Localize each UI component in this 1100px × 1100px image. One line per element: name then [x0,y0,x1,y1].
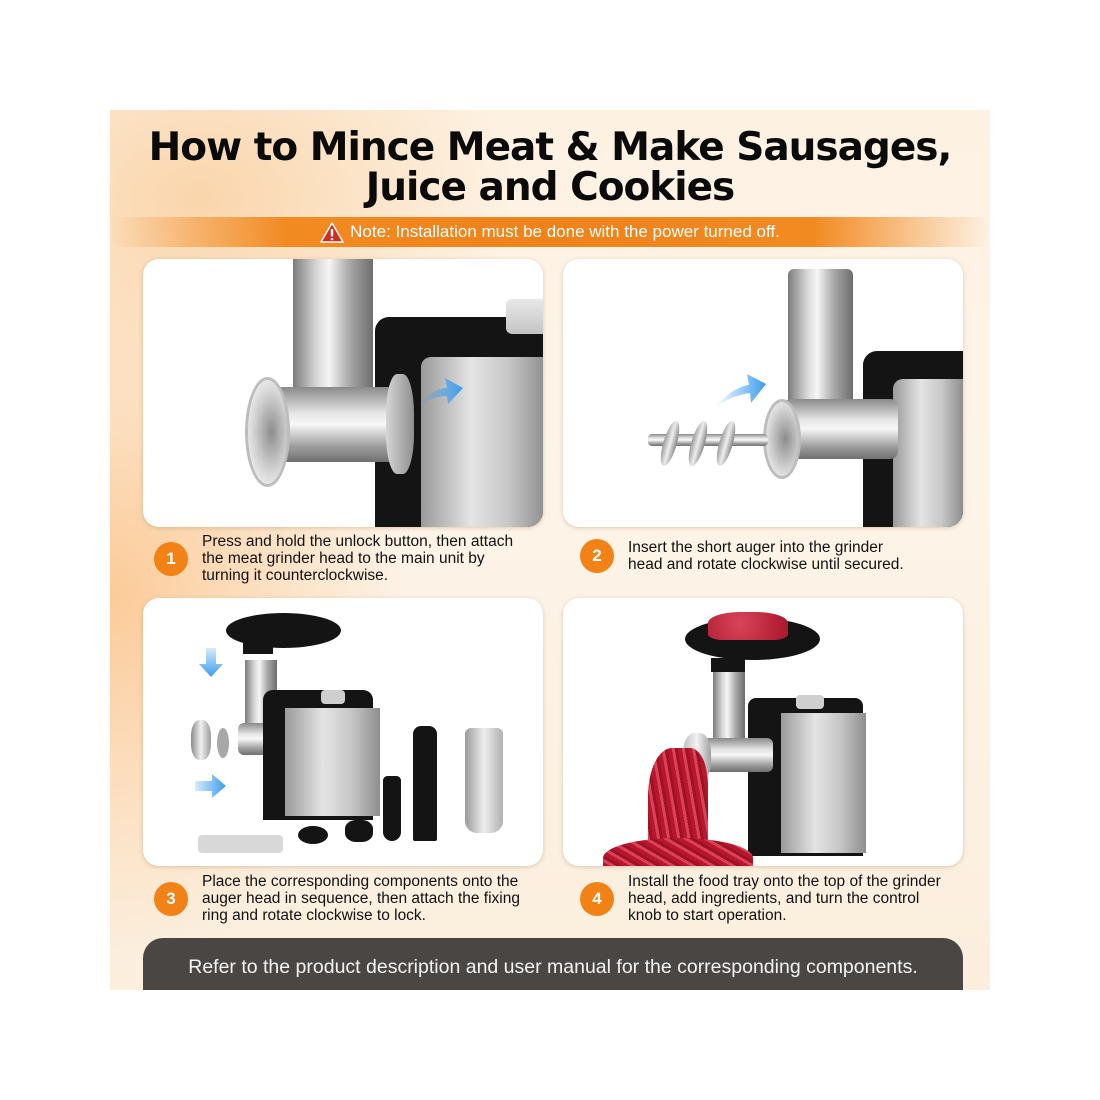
nozzle-part [345,820,373,842]
grinder-barrel [703,738,773,772]
arrow-down-icon [199,648,223,677]
control-knob [796,695,824,709]
step-text-line: Insert the short auger into the grinder [628,539,884,556]
step-4-image [563,598,963,866]
main-unit-body [421,357,543,527]
sausage-tube [383,776,401,841]
main-unit-body [781,713,866,853]
step-1-image [143,259,543,527]
arrow-icon [417,378,463,406]
pusher [413,726,437,841]
juicer-attachment [465,728,503,833]
fixing-ring [191,720,211,760]
grinding-plate [217,728,229,758]
step-number-badge: 3 [154,881,188,916]
step-3-text: Place the corresponding components onto … [202,873,520,924]
step-number-badge: 2 [580,539,614,573]
grinder-barrel [783,399,898,459]
main-unit-body [285,708,380,816]
step-4-text: Install the food tray onto the top of th… [628,873,941,924]
step-text-line: head and rotate clockwise until secured. [628,556,904,573]
title-line-2: Juice and Cookies [365,165,736,210]
note-banner: Note: Installation must be done with the… [110,217,990,247]
step-number-badge: 4 [580,881,614,916]
feed-tube [293,259,373,409]
grinder-outlet [245,377,290,487]
note-text: Note: Installation must be done with the… [350,222,780,241]
step-3-image [143,598,543,866]
meat-cubes [708,612,788,640]
step-text-line: Install the food tray onto the top of th… [628,873,941,890]
step-2-image [563,259,963,527]
kubbe-attachment [298,826,328,844]
step-2-text: Insert the short auger into the grinder … [628,539,904,573]
step-text-line: knob to start operation. [628,907,787,924]
tray-neck [243,642,273,654]
title-line-1: How to Mince Meat & Make Sausages, [148,125,953,170]
grinder-outlet [763,399,801,479]
cookie-attachment [198,835,283,853]
main-unit-body [893,379,963,527]
step-1-text: Press and hold the unlock button, then a… [202,533,513,584]
grinder-flange [386,374,414,474]
step-text-line: auger head in sequence, then attach the … [202,890,520,907]
footer-banner: Refer to the product description and use… [143,938,963,990]
step-text-line: head, add ingredients, and turn the cont… [628,890,920,907]
minced-meat-bowl [603,838,753,866]
arrow-icon [715,374,766,407]
step-2-caption: 2 Insert the short auger into the grinde… [580,539,904,573]
feed-tube [788,269,853,409]
footer-text: Refer to the product description and use… [188,956,918,978]
control-knob [506,299,543,334]
step-number-badge: 1 [154,541,188,576]
step-text-line: Press and hold the unlock button, then a… [202,533,514,550]
instruction-infographic: How to Mince Meat & Make Sausages, Juice… [110,110,990,990]
step-text-line: the meat grinder head to the main unit b… [202,550,485,567]
warning-triangle-icon [320,221,344,243]
page-title: How to Mince Meat & Make Sausages, Juice… [110,128,990,208]
step-4-caption: 4 Install the food tray onto the top of … [580,873,941,924]
control-knob [321,690,345,704]
step-1-caption: 1 Press and hold the unlock button, then… [154,533,513,584]
step-text-line: turning it counterclockwise. [202,567,389,584]
step-text-line: ring and rotate clockwise to lock. [202,907,426,924]
arrow-right-icon [195,774,226,798]
step-3-caption: 3 Place the corresponding components ont… [154,873,520,924]
feed-tube [713,672,745,747]
tray-neck [711,658,745,672]
step-text-line: Place the corresponding components onto … [202,873,519,890]
